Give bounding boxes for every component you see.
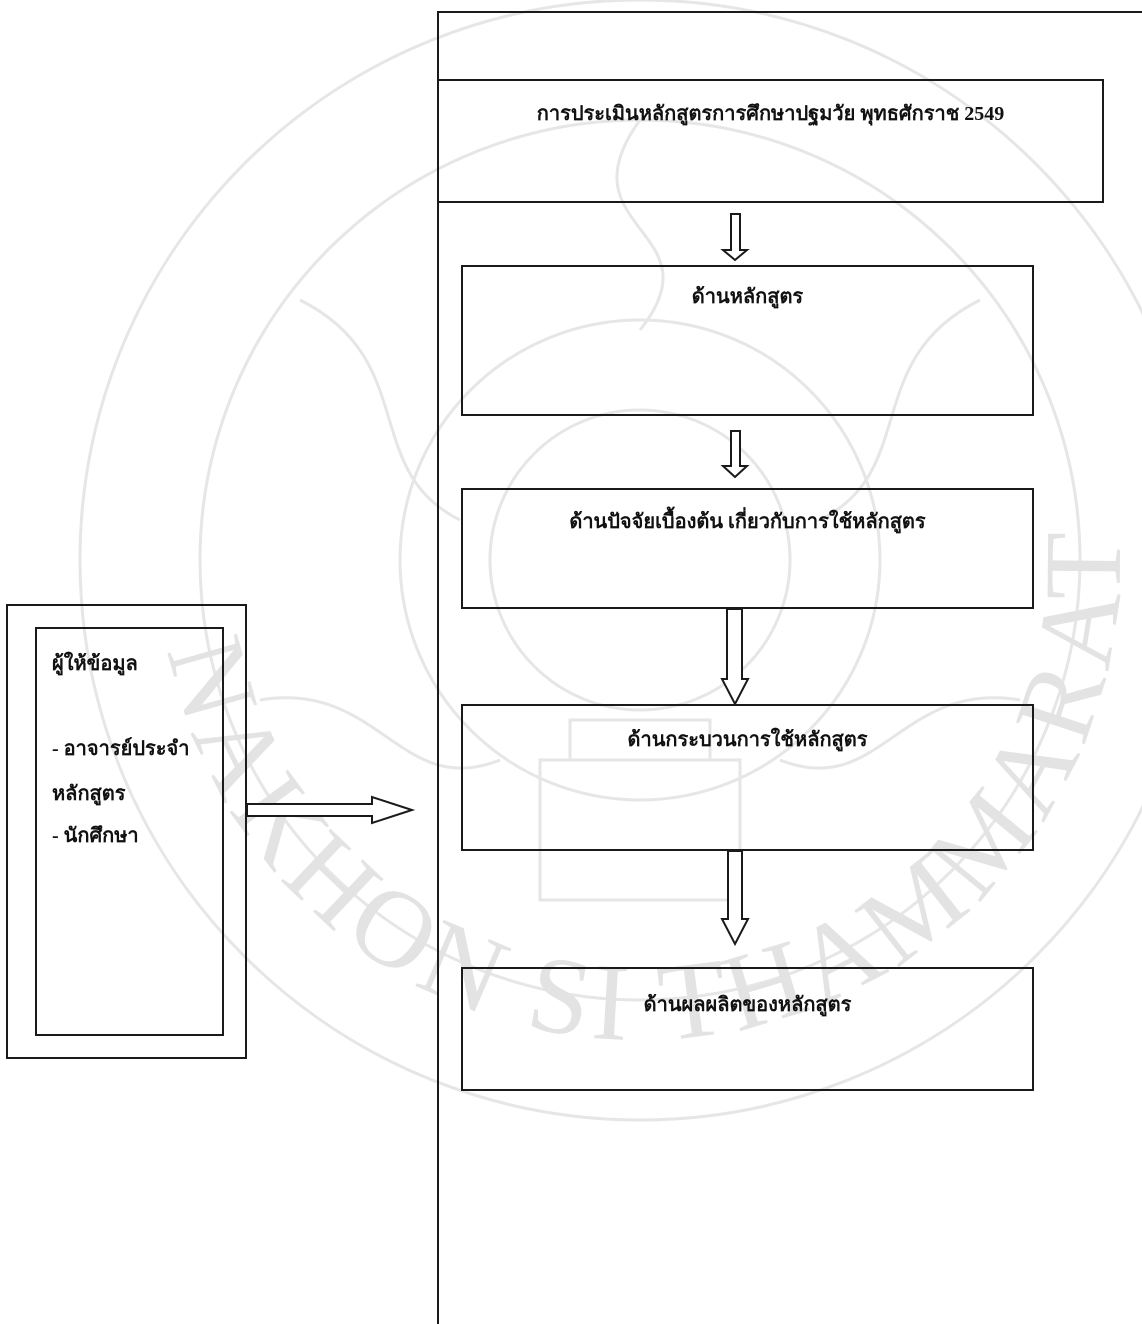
down-arrow-2 <box>720 430 750 479</box>
step-box-input-factors: ด้านปัจจัยเบื้องต้น เกี่ยวกับการใช้หลักส… <box>461 488 1034 609</box>
step-box-process: ด้านกระบวนการใช้หลักสูตร <box>461 704 1034 851</box>
down-arrow-3 <box>720 608 750 707</box>
step-label-process: ด้านกระบวนการใช้หลักสูตร <box>627 729 868 751</box>
down-arrow-1 <box>720 213 750 262</box>
down-arrow-4 <box>720 850 750 947</box>
informants-teachers: - อาจารย์ประจำ <box>52 738 190 760</box>
step-box-curriculum: ด้านหลักสูตร <box>461 265 1034 416</box>
informants-curriculum: หลักสูตร <box>52 783 126 805</box>
right-arrow-informants <box>246 795 416 825</box>
informants-inner-box <box>35 627 224 1036</box>
step-label-product: ด้านผลผลิตของหลักสูตร <box>643 994 852 1016</box>
informants-students: - นักศึกษา <box>52 825 139 847</box>
step-box-product: ด้านผลผลิตของหลักสูตร <box>461 967 1034 1091</box>
step-label-input-factors: ด้านปัจจัยเบื้องต้น เกี่ยวกับการใช้หลักส… <box>569 511 926 533</box>
main-title: การประเมินหลักสูตรการศึกษาปฐมวัย พุทธศัก… <box>536 103 1005 125</box>
informants-outer-box <box>6 604 247 1059</box>
informants-heading: ผู้ให้ข้อมูล <box>52 653 138 675</box>
step-label-curriculum: ด้านหลักสูตร <box>691 286 804 308</box>
